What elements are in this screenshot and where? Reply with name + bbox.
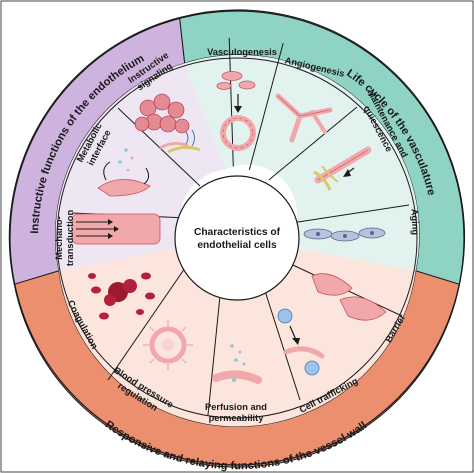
barrier-illustration (311, 273, 387, 321)
label-mechanotransduction: Mechano- transduction (54, 210, 75, 267)
label-perfusion-line2: permeability (209, 413, 265, 423)
coagulation-illustration (88, 272, 155, 320)
vasculogenesis-illustration (216, 71, 256, 151)
metabolic-interface-illustration (97, 148, 151, 197)
instructive-signaling-illustration (134, 93, 201, 154)
inner-ring (56, 57, 418, 419)
label-mechano-line2: transduction (65, 210, 75, 267)
angiogenesis-illustration (275, 93, 333, 143)
label-perfusion-line1: Perfusion and (205, 402, 267, 412)
center-title-line2: endothelial cells (197, 240, 277, 251)
label-mechano-line1: Mechano- (54, 216, 64, 259)
label-vasculogenesis: Vasculogenesis (207, 47, 277, 57)
blood-pressure-illustration (143, 320, 193, 370)
cell-trafficking-illustration (277, 308, 325, 376)
aging-illustration (303, 227, 386, 242)
mechanotransduction-illustration (71, 213, 161, 245)
center-title-line1: Characteristics of (194, 227, 281, 238)
outer-ring (9, 10, 465, 466)
maintenance-illustration (313, 146, 372, 191)
fill-lifecycle (184, 54, 420, 271)
center-circle (174, 175, 300, 301)
perfusion-illustration (212, 344, 262, 384)
label-aging: Aging (410, 209, 421, 236)
